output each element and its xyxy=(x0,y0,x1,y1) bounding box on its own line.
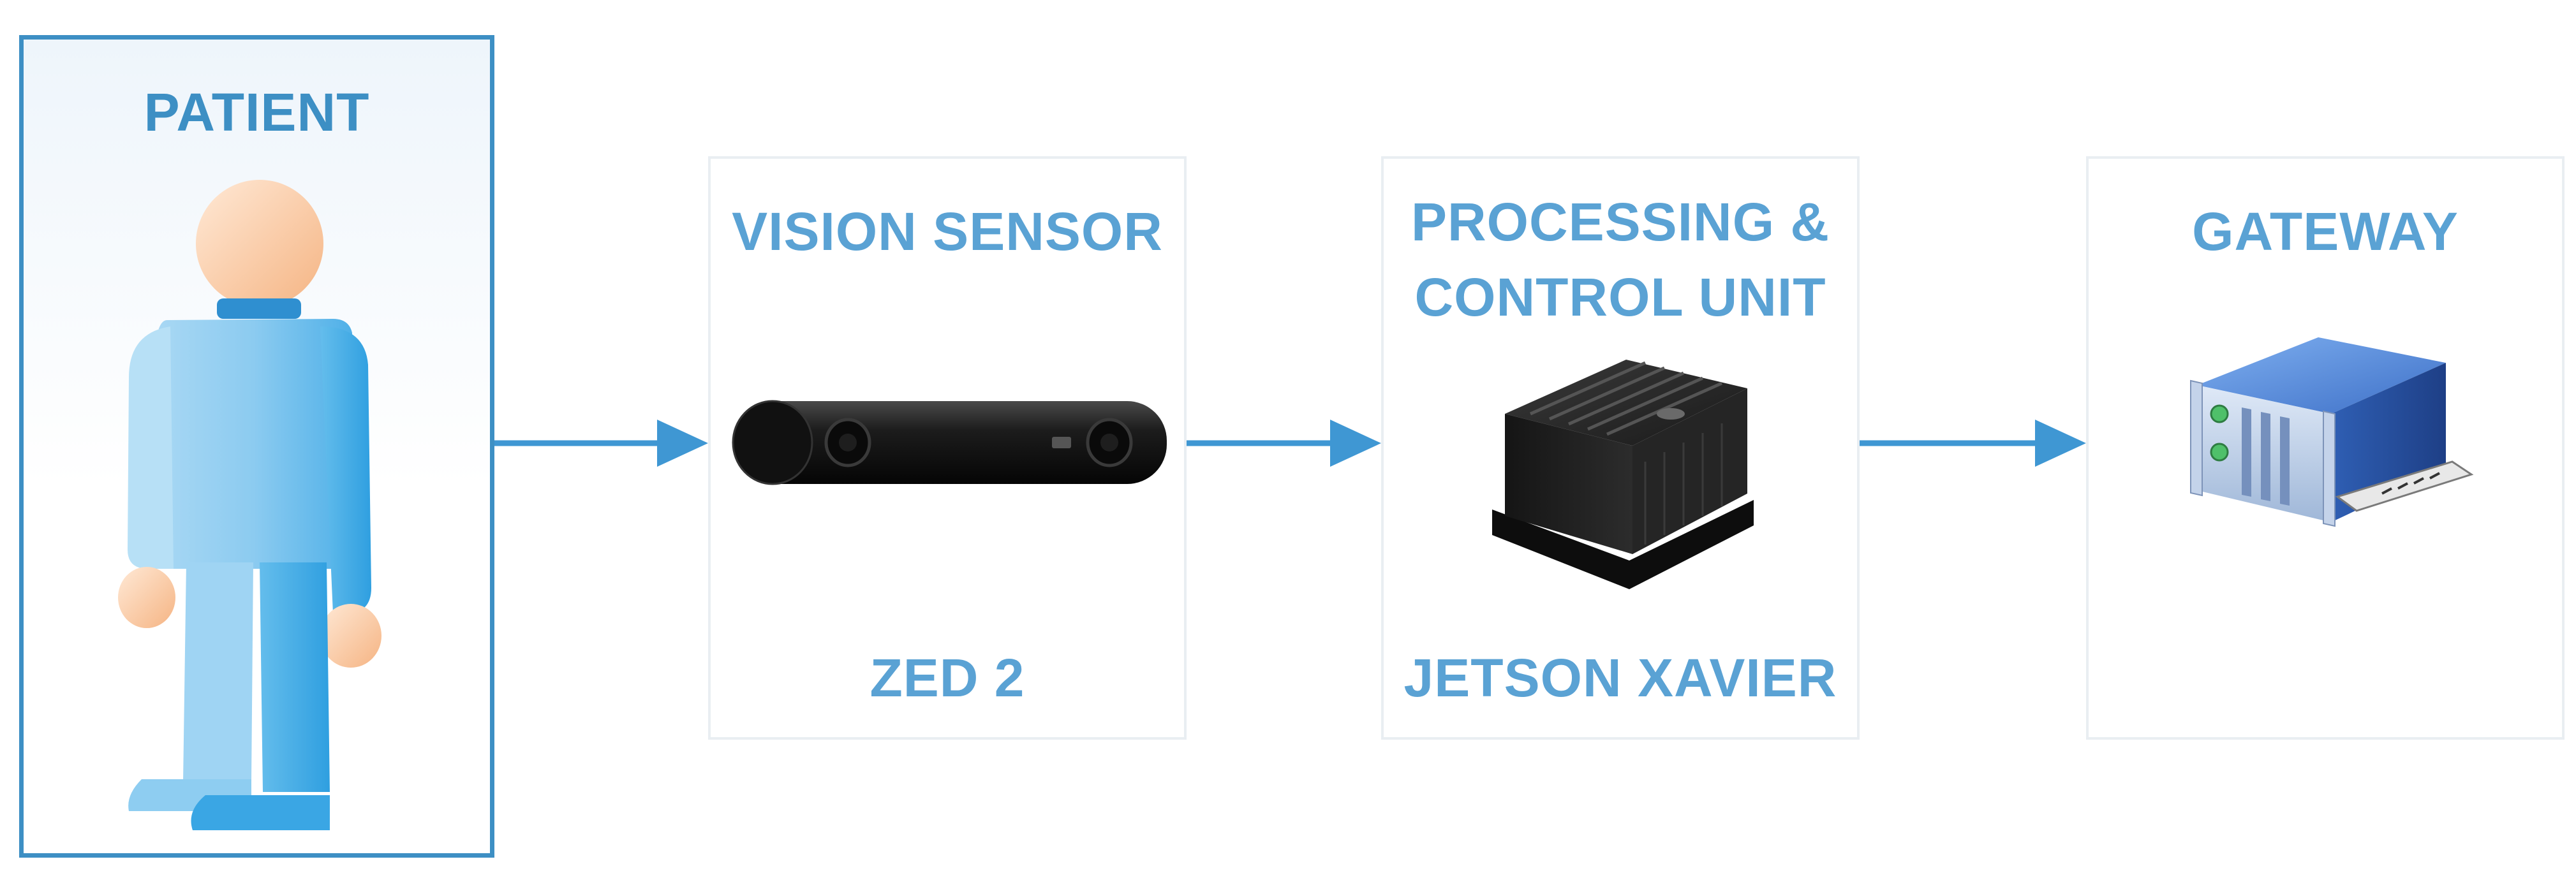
processing-unit-panel: PROCESSING & CONTROL UNIT xyxy=(1381,156,1860,740)
patient-panel: PATIENT xyxy=(19,35,494,858)
patient-figure-icon xyxy=(118,180,381,830)
jetson-module-icon xyxy=(1492,360,1754,589)
processing-unit-device: JETSON XAVIER xyxy=(1403,648,1837,708)
vision-sensor-panel: VISION SENSOR ZED 2 xyxy=(708,156,1187,740)
processing-unit-title-line2: CONTROL UNIT xyxy=(1414,267,1826,327)
server-icon xyxy=(2190,337,2474,527)
stereo-camera-icon xyxy=(732,400,1167,485)
vision-sensor-device: ZED 2 xyxy=(870,648,1025,708)
processing-unit-title-line1: PROCESSING & xyxy=(1410,192,1830,252)
arrow-sensor-to-processing xyxy=(1187,420,1381,467)
arrow-processing-to-gateway xyxy=(1860,420,2086,467)
gateway-panel: GATEWAY xyxy=(2086,156,2565,740)
vision-sensor-title: VISION SENSOR xyxy=(732,202,1163,261)
arrow-patient-to-sensor xyxy=(494,420,708,467)
gateway-title: GATEWAY xyxy=(2192,202,2459,261)
patient-label: PATIENT xyxy=(144,82,370,142)
